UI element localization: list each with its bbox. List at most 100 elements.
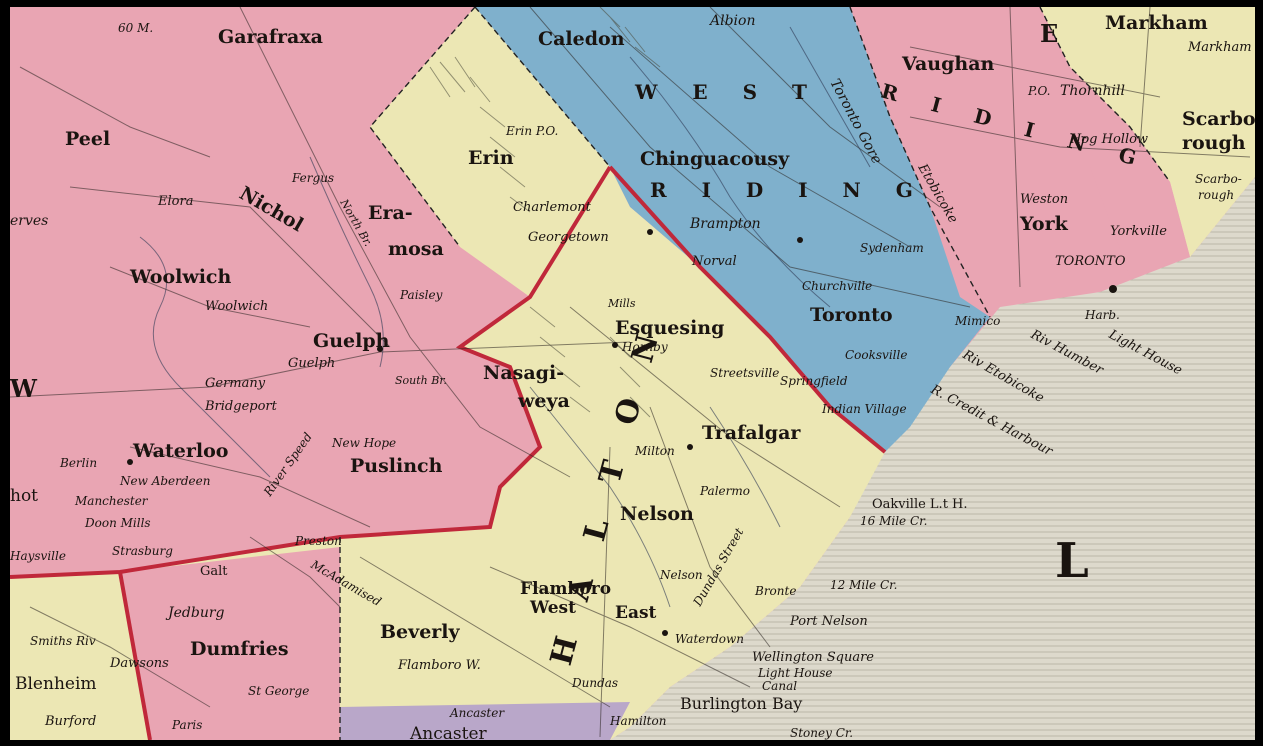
label-peel: Peel [65, 128, 110, 150]
label-new-hope: New Hope [331, 436, 396, 450]
label-east: East [615, 603, 657, 623]
label-brampton: Brampton [689, 216, 761, 232]
label-springfield: Springfield [780, 374, 848, 388]
label-hog-hollow: Hog Hollow [1069, 132, 1148, 147]
escarpment-hachures [429, 7, 661, 418]
label-eramosa: Era- [368, 202, 413, 224]
label-hot: hot [10, 486, 38, 506]
label-guelph2: Guelph [288, 356, 335, 371]
label-new-aberdeen: New Aberdeen [119, 474, 211, 488]
label-dumfries: Dumfries [190, 638, 289, 660]
label-jedburg: Jedburg [165, 605, 225, 621]
map-canvas[interactable]: Markham Markham Albion Caledon Garafraxa… [10, 7, 1255, 740]
label-severes: erves [10, 213, 48, 229]
region-peel-blue [475, 7, 990, 452]
label-po-thornhill: P.O. [1027, 84, 1050, 98]
label-lake-l: L [1055, 533, 1103, 589]
label-cooksville: Cooksville [845, 348, 907, 362]
label-doon-mills: Doon Mills [84, 516, 151, 530]
label-york-e: E [1040, 19, 1072, 48]
region-wentworth-purple [340, 702, 630, 740]
label-york: York [1019, 213, 1069, 235]
label-paisley: Paisley [399, 288, 443, 302]
border-halton-west [10, 165, 612, 579]
label-dundas: Dundas [571, 676, 618, 690]
region-dumfries-pink [120, 547, 340, 740]
label-dawsons: Dawsons [109, 656, 169, 671]
label-erin-po: Erin P.O. [505, 124, 558, 138]
label-woolwich2: Woolwich [205, 299, 268, 314]
label-burlington-bay: Burlington Bay [680, 694, 802, 713]
label-sixteen-mile: 16 Mile Cr. [860, 514, 927, 528]
region-scarborough-pink [1070, 67, 1190, 277]
label-toronto-city: TORONTO [1055, 254, 1126, 269]
label-woolwich: Woolwich [129, 266, 231, 288]
label-60m: 60 M. [118, 21, 153, 35]
label-scarborough2: rough [1182, 132, 1246, 154]
label-mills: Mills [607, 297, 636, 310]
label-nasagiweya2: weya [517, 390, 570, 412]
label-charlemont: Charlemont [513, 200, 592, 215]
region-halton-yellow [340, 7, 885, 740]
label-hamilton: Hamilton [609, 714, 666, 728]
label-puslinch: Puslinch [350, 455, 443, 477]
label-berlin: Berlin [59, 456, 97, 470]
label-scarborough4: rough [1198, 188, 1234, 202]
label-indian-village: Indian Village [821, 402, 907, 416]
label-beverly: Beverly [380, 621, 461, 643]
label-burford: Burford [44, 714, 96, 729]
label-south-br: South Br. [395, 374, 447, 387]
region-york-east [1040, 7, 1255, 257]
label-yorkville: Yorkville [1110, 224, 1167, 239]
label-flamboro-west: Flamboro [520, 579, 611, 599]
label-twelve-mile: 12 Mile Cr. [830, 578, 897, 592]
label-streetsville: Streetsville [710, 366, 779, 380]
label-thornhill: Thornhill [1060, 83, 1125, 99]
label-mimico: Mimico [954, 314, 1000, 328]
label-riding: R I D I N G [650, 178, 927, 202]
label-smiths-river: Smiths Riv [30, 634, 96, 648]
label-scarborough3: Scarbo- [1195, 172, 1242, 186]
label-bridgeport: Bridgeport [204, 399, 278, 414]
label-nelson2: Nelson [659, 568, 703, 582]
label-galt: Galt [200, 564, 228, 579]
label-west: W E S T [634, 80, 821, 104]
label-palermo: Palermo [699, 484, 750, 498]
label-haysville: Haysville [10, 549, 66, 563]
label-flamboro-west2: West [529, 598, 576, 618]
label-wellington-square: Wellington Square [752, 650, 874, 665]
label-preston: Preston [294, 534, 342, 548]
label-canal: Canal [762, 679, 797, 693]
label-germany: Germany [205, 376, 266, 391]
label-blenheim: Blenheim [15, 674, 97, 694]
label-light-house2: Light House [757, 666, 833, 680]
label-albion: Albion [708, 13, 755, 29]
label-sydenham: Sydenham [860, 241, 924, 255]
label-erin: Erin [468, 147, 514, 169]
label-port-nelson: Port Nelson [789, 614, 868, 629]
label-bronte: Bronte [754, 584, 796, 598]
label-manchester: Manchester [74, 494, 149, 508]
label-churchville: Churchville [802, 279, 872, 293]
label-markham: Markham [1105, 12, 1208, 34]
label-nelson: Nelson [620, 503, 694, 525]
label-flamboro-w: Flamboro W. [397, 658, 481, 673]
label-guelph: Guelph [313, 330, 390, 352]
label-milton: Milton [634, 444, 675, 458]
lake-ontario-hatch [610, 177, 1255, 740]
roads [10, 7, 1251, 738]
label-norval: Norval [691, 254, 737, 269]
township-dashes [339, 7, 1171, 740]
label-harbour: Harb. [1084, 308, 1120, 322]
label-eramosa2: mosa [388, 238, 444, 260]
label-hornby: Hornby [621, 340, 668, 354]
label-st-george: St George [248, 684, 309, 698]
label-trafalgar: Trafalgar [702, 422, 801, 444]
label-georgetown: Georgetown [528, 230, 609, 245]
label-waterloo: Waterloo [132, 440, 228, 462]
rivers [139, 26, 871, 608]
label-scarborough: Scarbo- [1182, 108, 1255, 130]
label-garafraxa: Garafraxa [218, 26, 323, 48]
label-ancaster2: Ancaster [409, 724, 487, 740]
